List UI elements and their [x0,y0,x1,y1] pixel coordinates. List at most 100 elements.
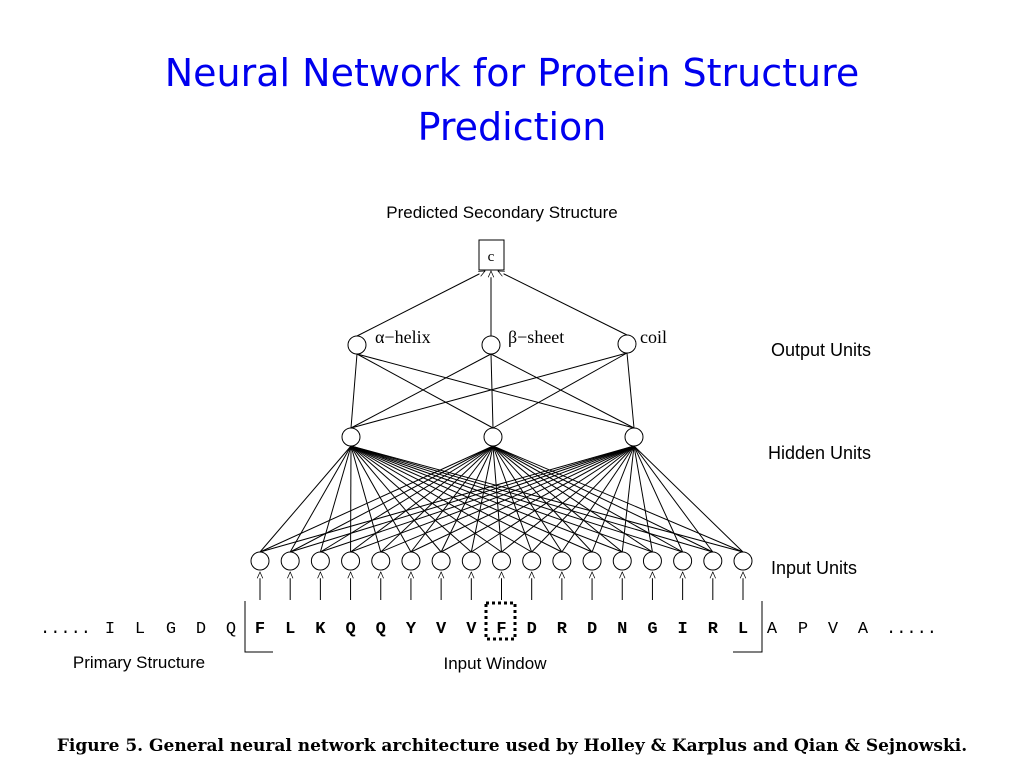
input-hidden-connection [633,445,714,553]
input-hidden-connection [561,445,635,553]
input-hidden-connection [259,445,494,553]
primary-structure-label: Primary Structure [73,653,205,672]
input-hidden-connection [350,445,502,553]
window-residue: V [436,620,447,639]
hidden-output-connection [490,353,635,429]
input-unit [461,551,481,571]
output-units-label: Output Units [771,340,871,360]
window-residue: F [255,620,265,639]
input-hidden-connection [492,445,714,553]
input-hidden-connection [289,445,352,553]
input-hidden-connection [633,445,744,553]
slide-title: Neural Network for Protein Structure Pre… [0,46,1024,154]
input-unit [552,551,572,571]
input-unit [522,551,542,571]
input-hidden-connection [350,445,494,553]
window-residue: V [466,620,477,639]
input-hidden-connection [440,445,494,553]
window-residue: Q [345,620,355,639]
window-residue: I [678,620,688,639]
input-hidden-connection [319,445,352,553]
input-unit [673,551,693,571]
input-hidden-connection [350,445,593,553]
hidden-unit [483,427,503,447]
window-residue: F [496,620,506,639]
input-hidden-connection [591,445,635,553]
window-residue: D [587,620,597,639]
hidden-output-connection [492,352,628,429]
input-unit [431,551,451,571]
window-residue: D [527,620,537,639]
hidden-output-connection [490,353,494,429]
sequence-residue: Q [226,620,236,639]
output-unit-beta-sheet [481,335,501,355]
input-unit [310,551,330,571]
window-residue: K [315,620,326,639]
output-unit-coil [617,334,637,354]
input-hidden-connection [501,445,635,553]
window-residue: G [647,620,657,639]
output-label-coil: coil [640,327,667,347]
input-hidden-connection [633,445,653,553]
input-hidden-connection [350,445,713,553]
output-label-beta-sheet: β−sheet [508,327,564,347]
input-hidden-connection [531,445,635,553]
input-unit [582,551,602,571]
hidden-unit [624,427,644,447]
input-hidden-connection [492,445,683,553]
sequence-residue: D [196,620,206,639]
window-center-highlight [484,601,517,641]
output-prediction-arrow [356,270,485,337]
sequence-residue: A [858,620,869,639]
input-hidden-connection [440,445,635,553]
window-residue: N [617,620,627,639]
predicted-structure-label: Predicted Secondary Structure [386,203,618,222]
input-hidden-connection [471,445,635,553]
input-hidden-connection [492,445,623,553]
input-unit [492,551,511,571]
neural-network-diagram: Predicted Secondary Structure c α−helix β… [40,203,937,673]
hidden-unit [341,427,361,447]
input-hidden-connection [470,445,494,553]
window-residue: R [708,620,719,639]
input-hidden-connection [380,445,635,553]
input-hidden-connection [290,445,635,553]
input-hidden-connection [350,445,653,553]
input-hidden-connection [492,445,593,553]
input-hidden-connection [350,445,744,553]
input-hidden-connection [492,445,563,553]
input-hidden-connection [350,445,442,553]
input-window-label: Input Window [444,654,548,673]
sequence-residue: L [135,620,145,639]
input-unit [401,551,421,571]
hidden-output-connection [626,352,635,429]
hidden-output-connection [350,352,628,429]
hidden-output-connection [356,353,494,429]
input-unit [703,551,723,571]
output-label-alpha-helix: α−helix [375,327,431,347]
input-hidden-connection [259,445,635,553]
window-residue: Q [376,620,386,639]
input-hidden-connection [350,445,532,553]
input-unit [642,551,662,571]
hidden-output-connection [356,353,635,429]
window-residue: L [738,620,748,639]
input-hidden-connection [633,445,684,553]
prediction-class-label: c [488,249,495,265]
window-left-bracket [244,601,273,653]
prediction-box [478,239,505,271]
input-unit [341,551,361,571]
input-unit [371,551,391,571]
input-hidden-connection [410,445,635,553]
hidden-units-label: Hidden Units [768,443,871,463]
output-unit-alpha-helix [347,335,367,355]
output-prediction-arrow [498,270,628,336]
input-unit [280,551,300,571]
hidden-output-connection [350,353,358,429]
input-hidden-connection [259,445,352,553]
input-hidden-connection [621,445,635,553]
hidden-output-connection [350,353,492,429]
title-line-2: Prediction [417,105,607,149]
input-hidden-connection [350,445,683,553]
input-hidden-connection [350,445,412,553]
